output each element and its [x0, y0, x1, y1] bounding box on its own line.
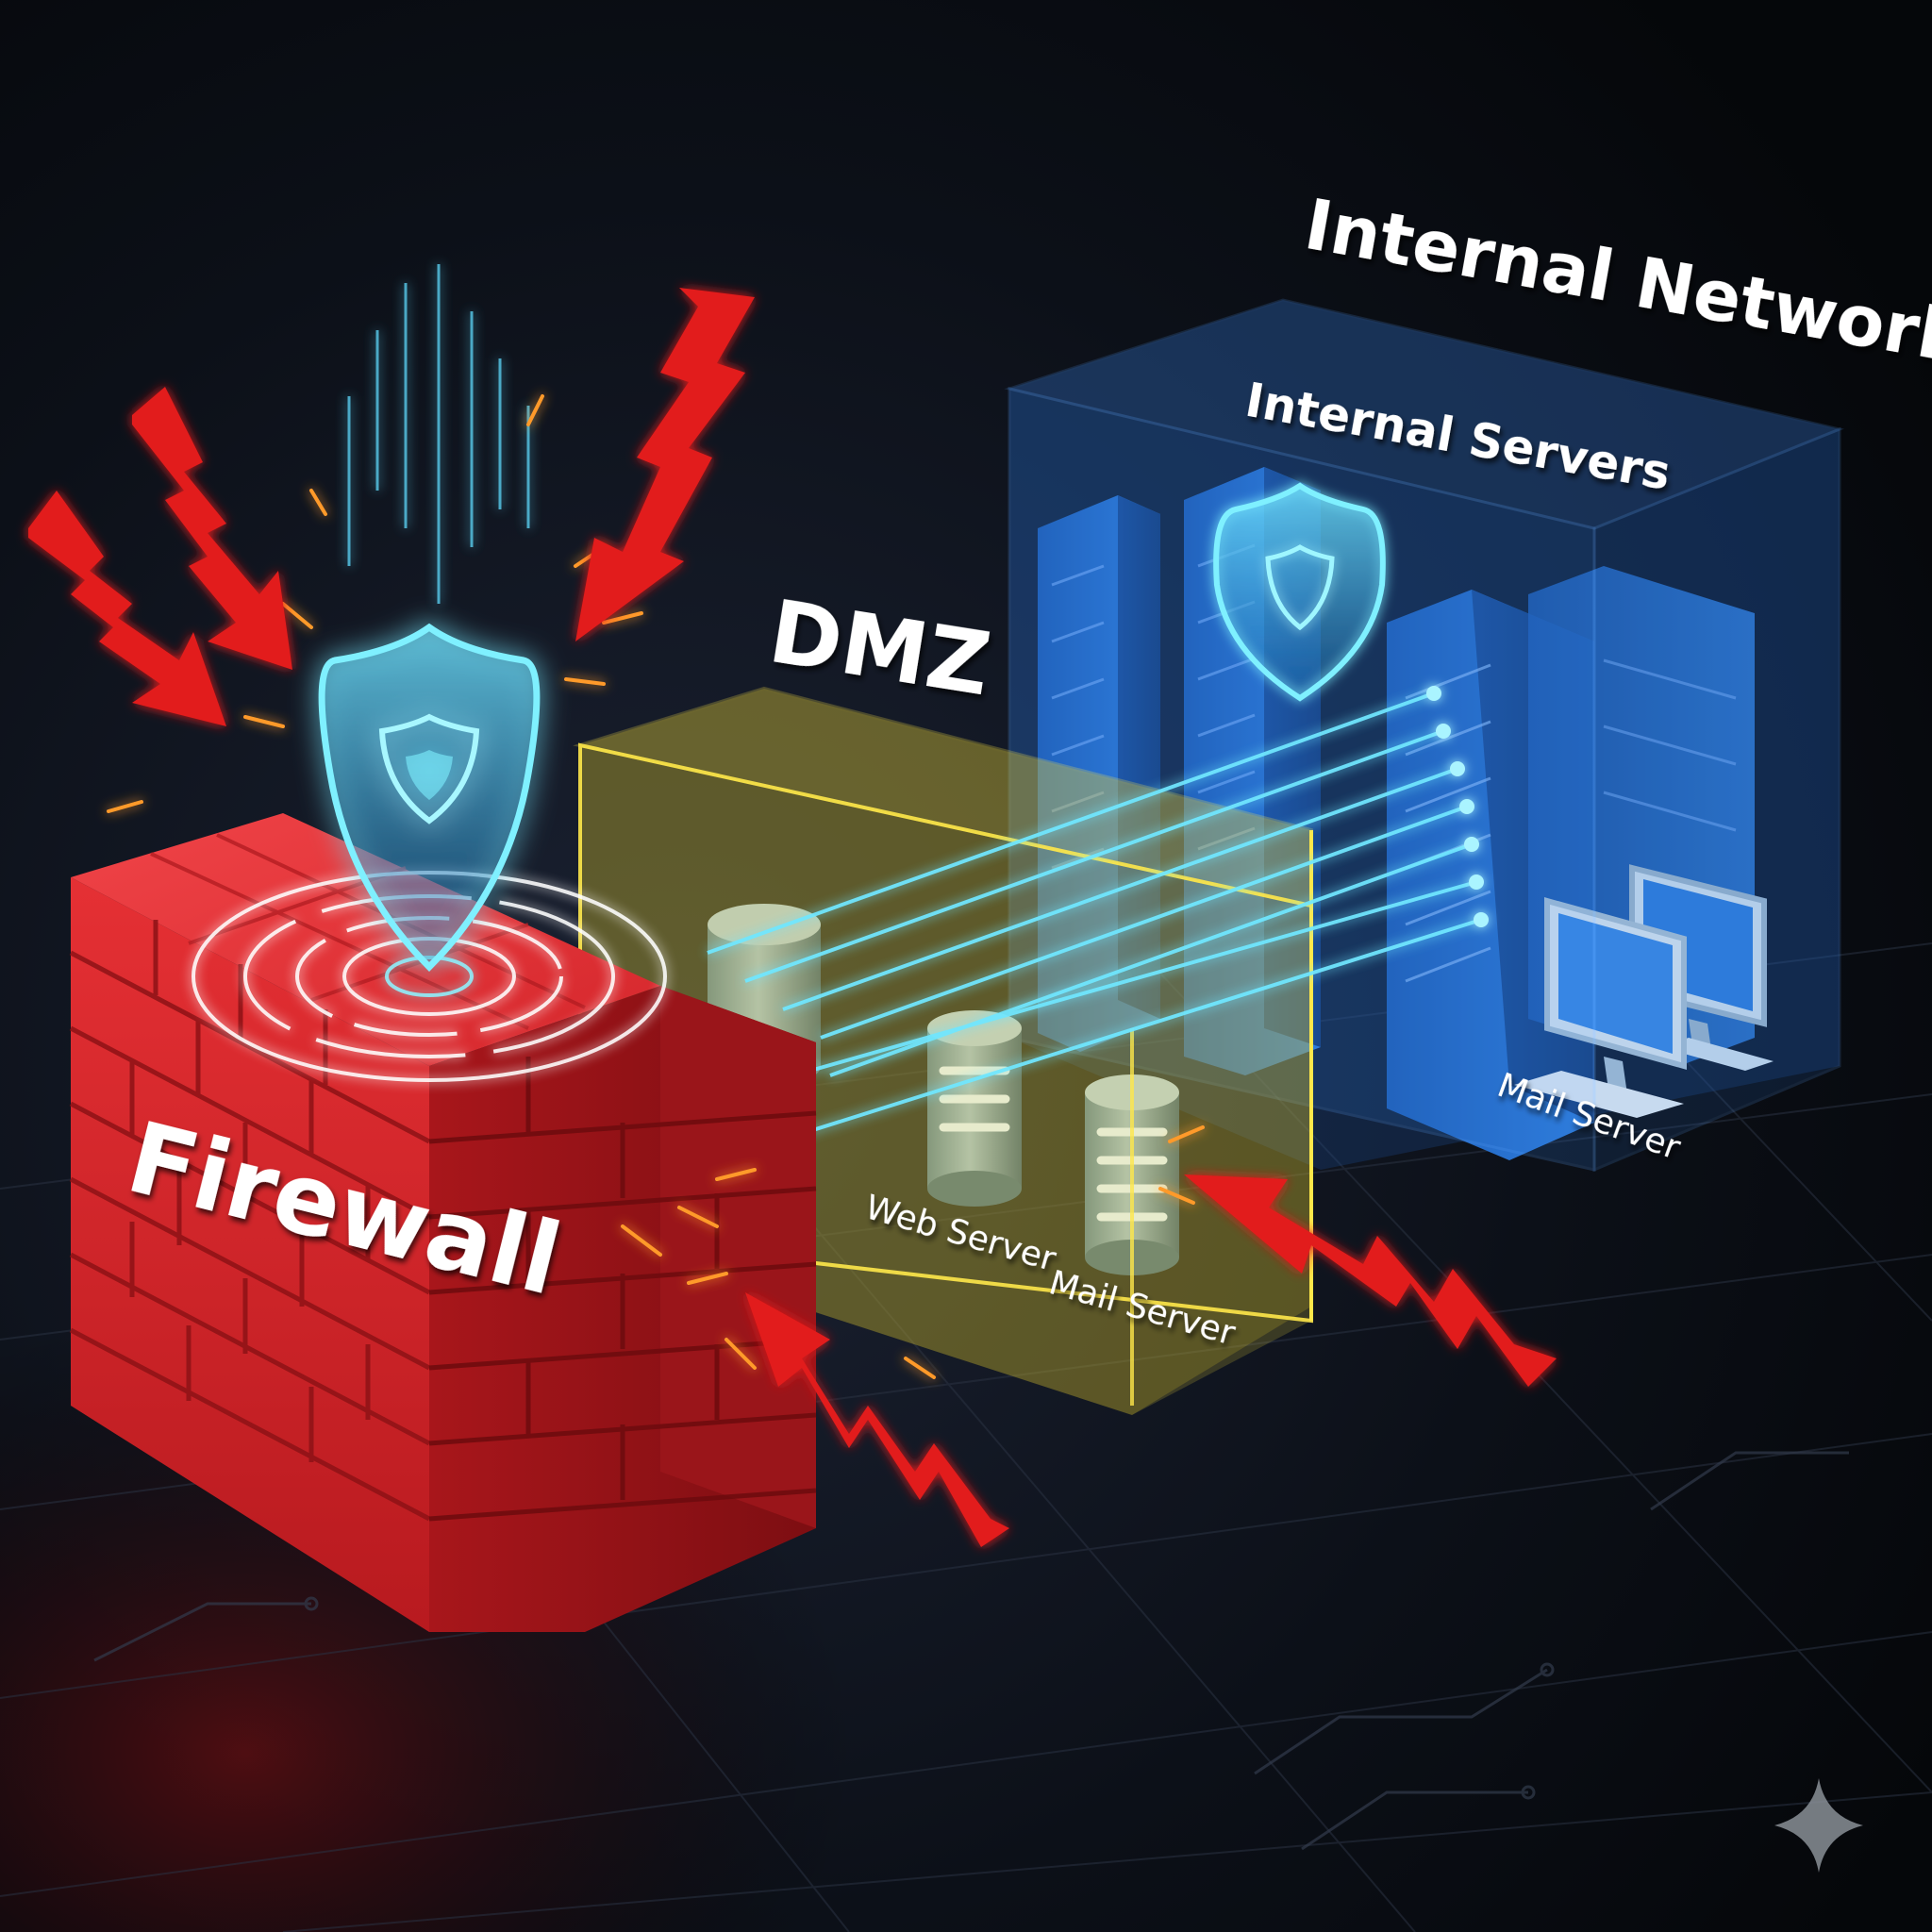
lightning-arrow-icon	[575, 288, 755, 641]
connection-nodes	[1426, 686, 1489, 927]
threat-arrows	[28, 288, 1557, 1547]
circuit-traces	[93, 1451, 1849, 1851]
lightning-arrow-icon	[132, 387, 292, 670]
lightning-arrow-icon	[1184, 1174, 1557, 1387]
internal-shield-icon	[1213, 482, 1386, 702]
lightning-arrow-icon	[28, 491, 226, 726]
firewall-shield-icon	[318, 623, 541, 972]
computer-monitor	[1514, 897, 1687, 1118]
spark-particles	[107, 394, 1205, 1379]
web-server-cylinder	[927, 1010, 1022, 1207]
lightning-arrow-icon	[745, 1292, 1009, 1547]
firewall-wall	[69, 813, 817, 1632]
sparkle-icon	[1774, 1778, 1863, 1873]
